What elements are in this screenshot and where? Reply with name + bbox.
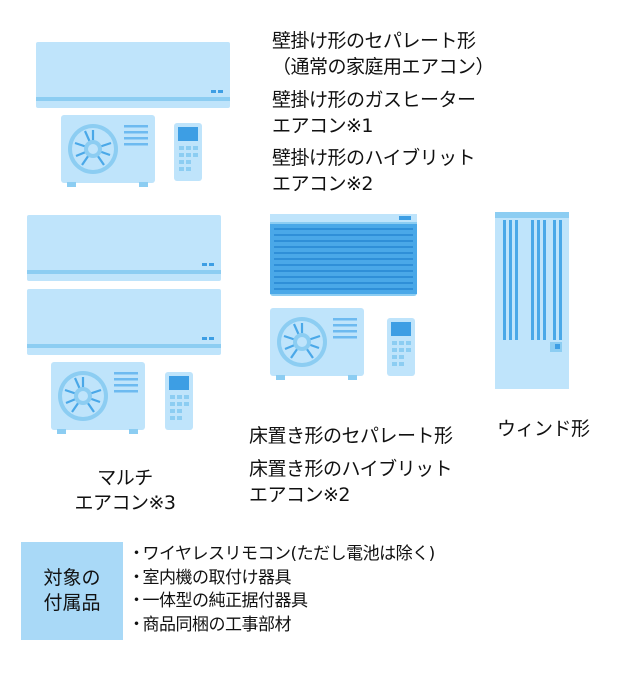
accessories-list: ワイヤレスリモコン(ただし電池は除く) 室内機の取付け器具 一体型の純正据付器具… [128, 543, 436, 638]
multi-label: マルチ エアコン※3 [74, 467, 176, 514]
wall-hybrid-label: 壁掛け形のハイブリット エアコン※2 [272, 147, 476, 195]
wall-gas-heater-label: 壁掛け形のガスヒーター エアコン※1 [272, 89, 476, 137]
list-item: 室内機の取付け器具 [128, 567, 435, 591]
window-label: ウィンド形 [497, 418, 590, 440]
wall-split-title: 壁掛け形のセパレート形 （通常の家庭用エアコン） [272, 30, 495, 78]
list-item: 商品同梱の工事部材 [128, 614, 435, 638]
accessories-label: 対象の 付属品 [21, 542, 123, 640]
floor-split-label: 床置き形のセパレート形 [249, 425, 453, 447]
list-item: ワイヤレスリモコン(ただし電池は除く) [128, 543, 436, 567]
list-item: 一体型の純正据付器具 [128, 590, 435, 614]
floor-hybrid-label: 床置き形のハイブリット エアコン※2 [249, 458, 453, 506]
